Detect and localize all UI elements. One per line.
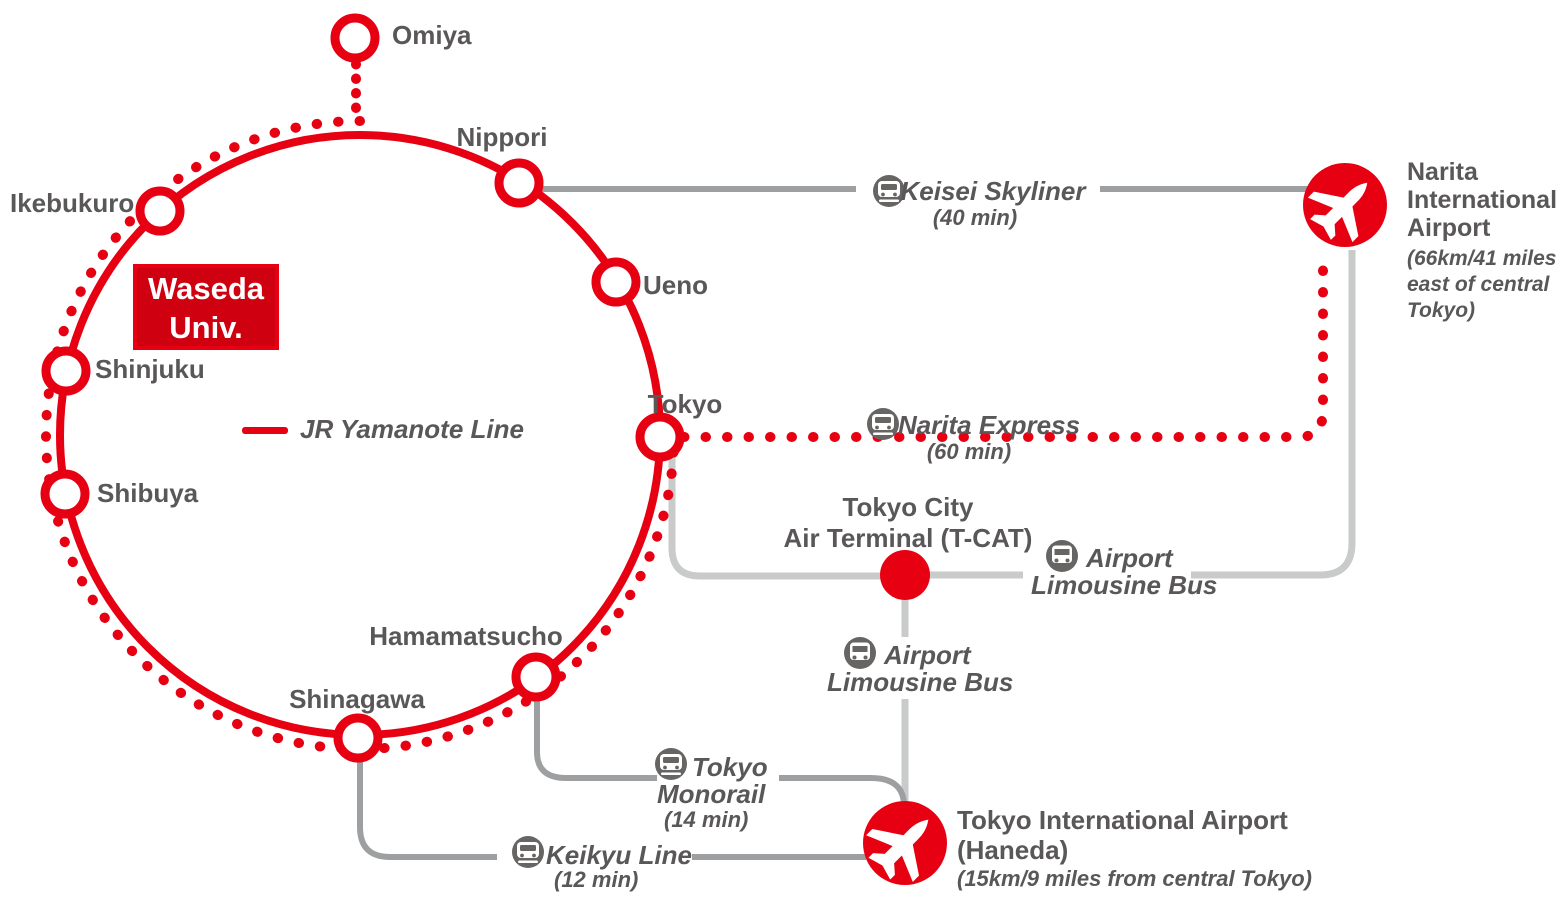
station-label-omiya: Omiya: [392, 20, 472, 50]
station-dot-shinagawa: [333, 713, 383, 763]
tokyo-monorail-label-line2: Monorail: [657, 779, 766, 809]
haneda-airport-note: (15km/9 miles from central Tokyo): [957, 866, 1312, 891]
keikyu-line-time: (12 min): [554, 867, 639, 892]
narita-note-line1: (66km/41 miles: [1407, 247, 1557, 270]
narita-note-line2: east of central: [1407, 273, 1550, 296]
haneda-airport-name: Tokyo International Airport (Haneda): [957, 805, 1288, 865]
tokyo-monorail-label-line1: Tokyo: [692, 752, 768, 782]
tokyo-monorail-time: (14 min): [664, 807, 749, 832]
tokyo-monorail-line: [534, 700, 907, 807]
tcat-dot: [880, 550, 930, 600]
train-icon: [655, 748, 687, 780]
station-label-hamamatsucho: Hamamatsucho: [369, 621, 563, 651]
narita-name-line3: Airport: [1407, 214, 1491, 242]
airport-limousine-haneda-label-line2: Limousine Bus: [827, 667, 1014, 697]
limousine-bus-line-tcat-to-narita: [929, 250, 1356, 579]
haneda-name-line1: Tokyo International Airport: [957, 805, 1288, 835]
narita-name-line1: Narita: [1407, 158, 1478, 186]
narita-express-time: (60 min): [926, 439, 1012, 464]
station-dot-ikebukuro: [135, 186, 185, 236]
station-label-shinjuku: Shinjuku: [95, 354, 205, 384]
keikyu-line-path: [357, 762, 866, 860]
airport-limousine-haneda-label-line1: Airport: [884, 640, 971, 670]
legend-line-swatch: [242, 427, 288, 434]
station-label-nippori: Nippori: [456, 122, 548, 152]
legend-label: JR Yamanote Line: [300, 414, 524, 444]
station-label-ueno: Ueno: [643, 270, 708, 300]
waseda-university-marker: Waseda Univ.: [133, 264, 279, 350]
station-label-shibuya: Shibuya: [97, 478, 199, 508]
bus-icon: [844, 637, 876, 669]
station-dot-nippori: [494, 158, 544, 208]
narita-note-line3: Tokyo): [1407, 299, 1476, 322]
station-dot-hamamatsucho: [511, 652, 561, 702]
keisei-skyliner-label: Keisei Skyliner: [900, 176, 1086, 206]
train-icon: [867, 408, 899, 440]
narita-airport-icon: [1298, 160, 1390, 252]
waseda-line2: Univ.: [169, 310, 243, 345]
airport-limousine-narita-label-line1: Airport: [1086, 543, 1173, 573]
tcat-label-line1: Tokyo City: [842, 492, 974, 522]
waseda-line1: Waseda: [147, 271, 264, 306]
haneda-name-line2: (Haneda): [957, 835, 1069, 865]
train-icon: [512, 836, 544, 868]
station-dot-shibuya: [40, 469, 90, 519]
narita-airport-note: (66km/41 miles east of central Tokyo): [1407, 246, 1556, 324]
station-label-shinagawa: Shinagawa: [289, 684, 425, 714]
keikyu-line-label: Keikyu Line: [546, 840, 692, 870]
station-dot-shinjuku: [41, 346, 91, 396]
station-dot-omiya: [330, 13, 380, 63]
keisei-skyliner-time: (40 min): [932, 205, 1018, 230]
station-dot-ueno: [591, 257, 641, 307]
station-label-ikebukuro: Ikebukuro: [10, 188, 135, 218]
bus-icon: [1046, 540, 1078, 572]
narita-name-line2: International: [1407, 186, 1558, 214]
airport-limousine-narita-label-line2: Limousine Bus: [1031, 570, 1218, 600]
station-label-tokyo: Tokyo: [647, 389, 723, 419]
narita-airport-name: Narita International Airport: [1407, 158, 1557, 242]
narita-express-dotted-to-airport: [679, 245, 1328, 442]
limousine-bus-line-tokyo-to-tcat: [668, 440, 882, 580]
tcat-label-line2: Air Terminal (T-CAT): [783, 523, 1033, 553]
haneda-airport-icon: [855, 796, 952, 893]
station-dot-tokyo: [635, 412, 685, 462]
tcat-label: Tokyo City Air Terminal (T-CAT): [784, 492, 1033, 554]
narita-express-label: Narita Express: [897, 410, 1081, 440]
